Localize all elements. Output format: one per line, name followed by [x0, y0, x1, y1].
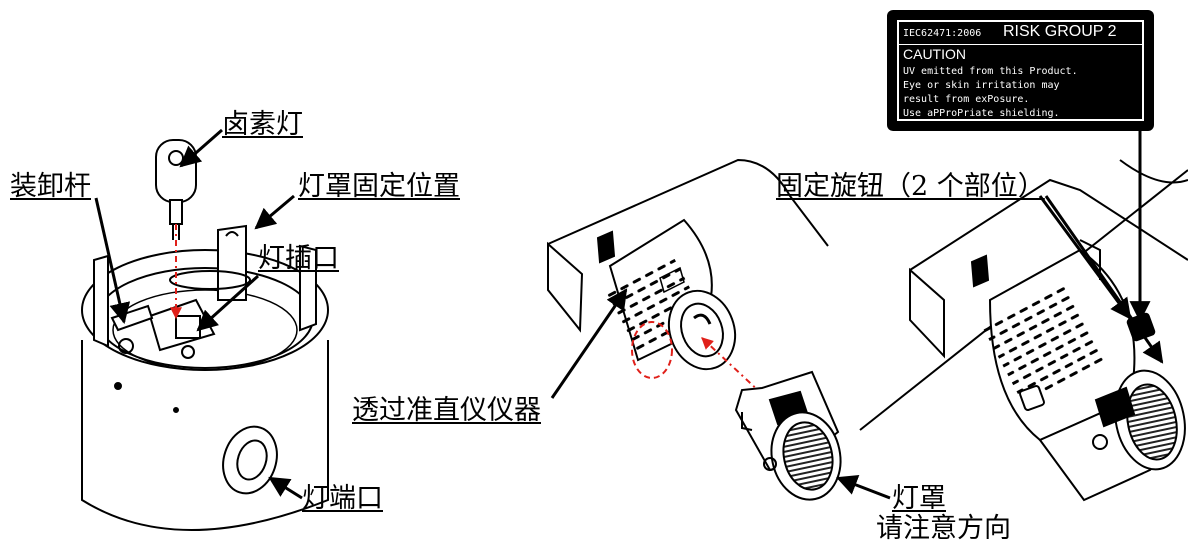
label-lamp-port: 灯端口	[302, 483, 383, 514]
label-cover-fix-position: 灯罩固定位置	[298, 171, 460, 202]
label-lamp-cover: 灯罩	[892, 483, 946, 514]
label-removal-lever: 装卸杆	[10, 171, 91, 202]
lamp-cover-illustration	[734, 370, 842, 501]
label-fixing-knob: 固定旋钮（2 个部位）	[776, 171, 1045, 202]
lamp-housing-illustration	[81, 139, 329, 531]
left-pointer-arrows	[94, 128, 303, 500]
installed-assembly-illustration	[859, 159, 1188, 502]
warning-line: result from exPosure.	[903, 94, 1030, 105]
warning-line: Use aPProPriate shielding.	[903, 108, 1060, 119]
label-halogen-lamp: 卤素灯	[222, 109, 303, 140]
right-pointer-arrows	[1038, 130, 1164, 364]
label-lamp-socket: 灯插口	[258, 243, 339, 274]
warning-caution: CAUTION	[903, 46, 966, 62]
warning-standard: IEC62471:2006	[903, 28, 982, 39]
label-orientation-note: 请注意方向	[876, 513, 1011, 544]
warning-risk-group: RISK GROUP 2	[1003, 23, 1117, 40]
warning-line: UV emitted from this Product.	[903, 66, 1078, 77]
middle-pointer-arrows	[550, 288, 891, 500]
uv-warning-label: IEC62471:2006 RISK GROUP 2 CAUTION UV em…	[887, 10, 1154, 131]
warning-label-frame: IEC62471:2006 RISK GROUP 2 CAUTION UV em…	[897, 20, 1144, 121]
warning-divider	[899, 44, 1142, 45]
collimator-illustration	[547, 158, 829, 371]
warning-line: Eye or skin irritation may	[903, 80, 1060, 91]
label-through-collimator: 透过准直仪仪器	[352, 395, 541, 426]
